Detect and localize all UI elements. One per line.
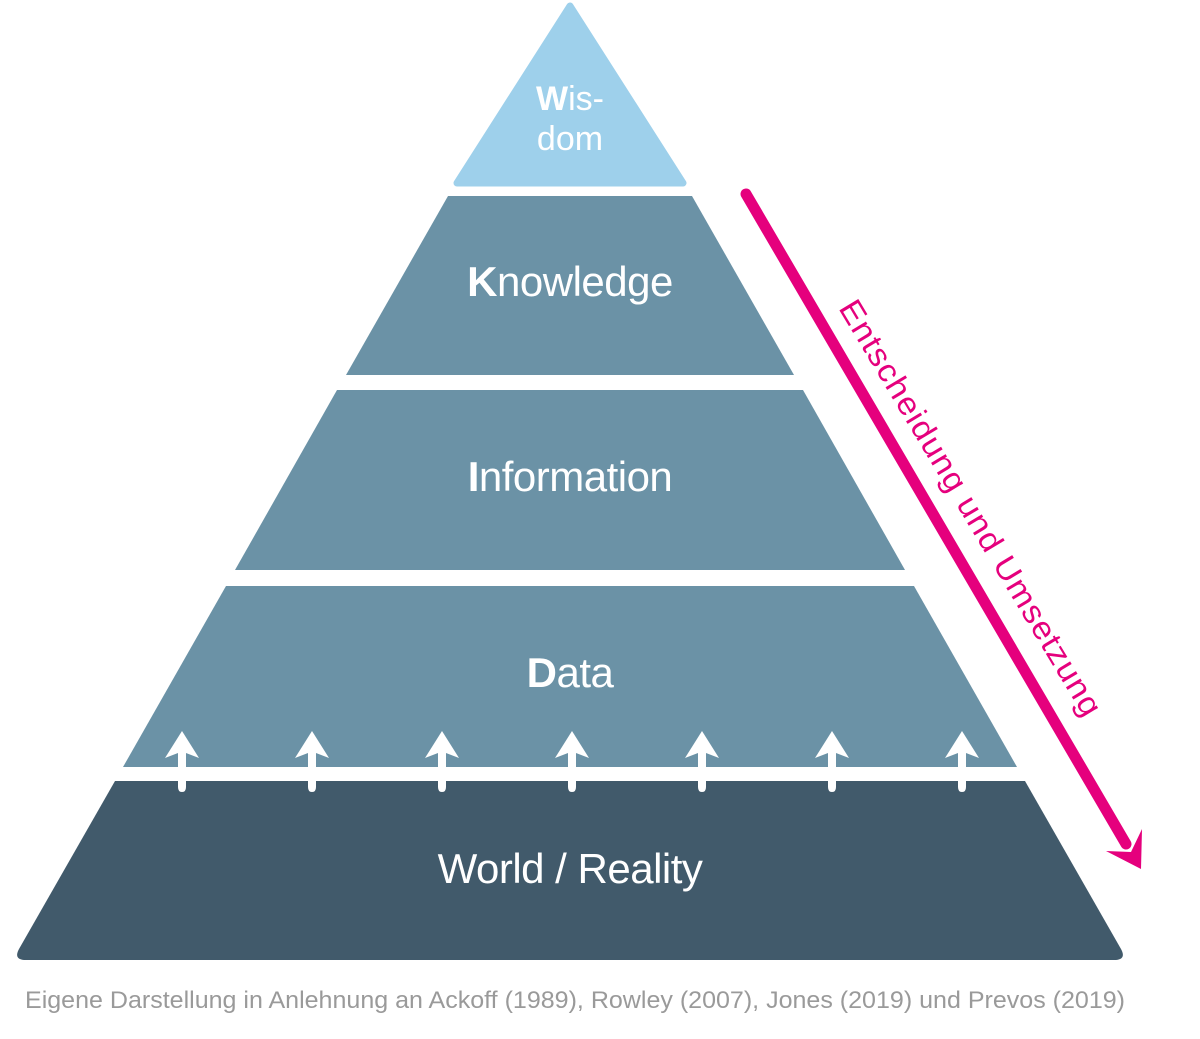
data-layer-shape bbox=[123, 586, 1017, 767]
knowledge-label: Knowledge bbox=[467, 258, 673, 305]
wisdom-label: Wis-dom bbox=[536, 80, 604, 158]
data-label-rest: ata bbox=[556, 649, 614, 696]
decision-arrow-line bbox=[740, 188, 1132, 850]
world-layer-shape bbox=[17, 781, 1123, 960]
caption-text: Eigene Darstellung in Anlehnung an Ackof… bbox=[25, 987, 1125, 1014]
wisdom-layer-shape bbox=[457, 6, 683, 183]
information-layer-shape bbox=[235, 390, 905, 570]
knowledge-label-bold: K bbox=[467, 258, 497, 305]
information-label: Information bbox=[468, 453, 673, 500]
world-reality-label: World / Reality bbox=[438, 845, 703, 892]
data-label: Data bbox=[527, 649, 615, 696]
wisdom-label-bold: W bbox=[536, 80, 569, 118]
knowledge-label-rest: nowledge bbox=[497, 258, 673, 305]
information-label-bold: I bbox=[468, 453, 479, 500]
wisdom-label-rest: is- bbox=[568, 80, 604, 118]
wisdom-layer-outline bbox=[453, 2, 687, 187]
knowledge-layer-shape bbox=[346, 196, 794, 375]
information-label-rest: nformation bbox=[479, 453, 672, 500]
data-label-bold: D bbox=[527, 649, 557, 696]
decision-arrowhead-icon bbox=[1106, 829, 1142, 869]
wisdom-label-line2: dom bbox=[537, 120, 603, 158]
